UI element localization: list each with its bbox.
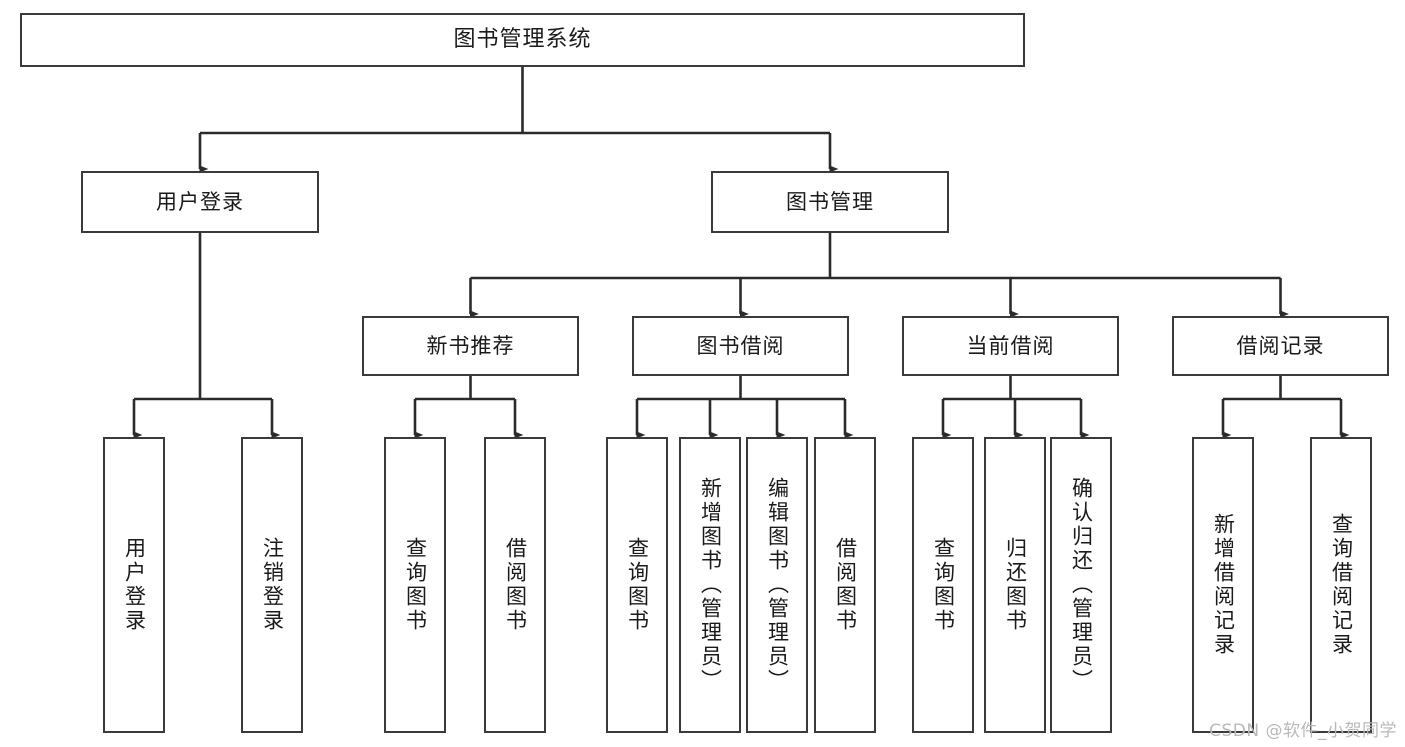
node-label: 新增借阅记录 [1211,513,1236,657]
node-label: 注销登录 [260,537,285,633]
node-leaf_9[interactable]: 查询图书 [912,437,974,733]
node-leaf_12[interactable]: 新增借阅记录 [1192,437,1254,733]
node-label: 借阅图书 [503,537,528,633]
node-leaf_5[interactable]: 查询图书 [606,437,668,733]
node-label: 图书管理系统 [453,26,592,52]
node-label: 图书管理 [786,189,874,214]
node-l3_1[interactable]: 新书推荐 [362,316,579,376]
node-leaf_11[interactable]: 确认归还（管理员） [1050,437,1112,733]
node-leaf_7[interactable]: 编辑图书（管理员） [746,437,808,733]
node-l3_2[interactable]: 图书借阅 [632,316,849,376]
node-label: 归还图书 [1003,537,1028,633]
node-l3_3[interactable]: 当前借阅 [902,316,1119,376]
node-leaf_13[interactable]: 查询借阅记录 [1310,437,1372,733]
connector-group [132,67,1350,439]
node-leaf_10[interactable]: 归还图书 [984,437,1046,733]
node-label: 查询图书 [403,537,428,633]
node-leaf_1[interactable]: 用户登录 [103,437,165,733]
node-l2_1[interactable]: 用户登录 [81,171,319,233]
node-label: 确认归还（管理员） [1069,477,1094,693]
node-label: 用户登录 [122,537,147,633]
node-label: 新书推荐 [426,333,515,358]
node-leaf_8[interactable]: 借阅图书 [814,437,876,733]
node-label: 借阅图书 [833,537,858,633]
node-leaf_2[interactable]: 注销登录 [241,437,303,733]
node-label: 用户登录 [156,189,244,214]
node-leaf_6[interactable]: 新增图书（管理员） [679,437,741,733]
node-label: 查询图书 [625,537,650,633]
node-leaf_4[interactable]: 借阅图书 [484,437,546,733]
node-label: 查询图书 [931,537,956,633]
node-l2_2[interactable]: 图书管理 [711,171,949,233]
node-label: 查询借阅记录 [1329,513,1354,657]
node-label: 图书借阅 [696,333,785,358]
node-label: 借阅记录 [1236,333,1325,358]
node-label: 当前借阅 [966,333,1055,358]
node-l3_4[interactable]: 借阅记录 [1172,316,1389,376]
node-root[interactable]: 图书管理系统 [20,13,1025,67]
node-label: 编辑图书（管理员） [765,477,790,693]
node-leaf_3[interactable]: 查询图书 [384,437,446,733]
node-label: 新增图书（管理员） [698,477,723,693]
